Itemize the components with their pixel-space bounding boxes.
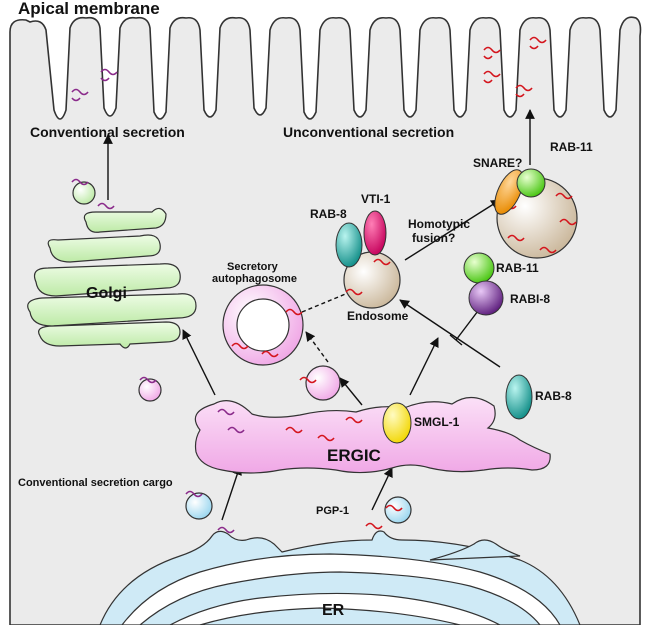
blue-vesicle-conventional	[185, 492, 213, 520]
endoplasmic-reticulum	[99, 530, 581, 625]
smgl1-label: SMGL-1	[414, 415, 460, 429]
rab8-side-label: RAB-8	[535, 389, 572, 403]
rab8-on-endosome	[335, 222, 363, 268]
rab11-top	[516, 168, 546, 198]
blue-vesicle-pgp1-cargo	[385, 504, 403, 512]
er-label: ER	[322, 602, 345, 619]
pink-vesicle-golgi	[138, 378, 162, 402]
smgl1-protein	[382, 402, 412, 444]
arrow-ergic-to-vesicle	[339, 377, 363, 406]
snare-protein	[494, 169, 524, 215]
pgp1-label: PGP-1	[316, 505, 349, 517]
conventional-cargo-label: Conventional secretion cargo	[18, 477, 173, 489]
arrow-rab8-to-endosome	[399, 299, 501, 368]
golgi-cargo	[97, 202, 115, 210]
ergic-label: ERGIC	[327, 446, 381, 465]
rab8-side	[505, 374, 533, 420]
endosome-label: Endosome	[347, 309, 409, 323]
cell-body	[9, 16, 642, 625]
secretory-autophagosome	[222, 284, 304, 366]
vti1-label: VTI-1	[361, 192, 391, 206]
rabi8-label: RABI-8	[510, 292, 550, 306]
homotypic-label-line1: Homotypic	[408, 217, 470, 231]
er-cargo-red	[365, 522, 383, 530]
homotypic-label-line2: fusion?	[412, 231, 455, 245]
pink-vesicle-ergic-cargo	[299, 376, 317, 384]
pink-vesicle-golgi-cargo	[139, 376, 157, 384]
autophagosome-label-line2: autophagosome	[212, 273, 297, 285]
ergic-cargo-purple	[217, 408, 245, 434]
golgi-label: Golgi	[86, 285, 127, 302]
rab11-top-label: RAB-11	[550, 140, 593, 154]
er-cargo-purple	[217, 526, 235, 534]
pink-vesicle-ergic	[305, 365, 341, 401]
green-vesicle-cargo	[71, 178, 89, 186]
rab11-side-label: RAB-11	[496, 261, 539, 275]
arrow-vesicle-to-autophagosome	[305, 331, 329, 363]
apical-membrane-label: Apical membrane	[18, 0, 160, 18]
autophagosome-label-line1: Secretory	[227, 261, 279, 273]
ergic-cargo-red	[285, 416, 363, 442]
apical-cargo-purple	[71, 68, 118, 102]
arrow-pgp1-to-ergic	[371, 467, 393, 511]
ergic	[194, 396, 551, 474]
unconventional-secretion-label: Unconventional secretion	[283, 124, 454, 140]
rab8-endosome-label: RAB-8	[310, 207, 347, 221]
rabi8-protein	[468, 280, 504, 316]
apical-cargo-red	[483, 36, 547, 98]
arrow-er-to-ergic	[221, 465, 242, 521]
arrow-endosome-to-fusion	[404, 199, 501, 261]
golgi-apparatus	[27, 207, 197, 349]
arrow-ergic-to-golgi	[182, 329, 216, 396]
endosome-cargo	[345, 258, 391, 296]
snare-label: SNARE?	[473, 156, 522, 170]
vti1-protein	[363, 210, 387, 256]
blue-vesicle-conventional-cargo	[185, 490, 203, 498]
conventional-secretion-label: Conventional secretion	[30, 124, 185, 140]
rab11-side	[463, 252, 495, 284]
green-vesicle	[72, 181, 96, 205]
arrow-smgl1-to-endosome	[409, 337, 439, 396]
